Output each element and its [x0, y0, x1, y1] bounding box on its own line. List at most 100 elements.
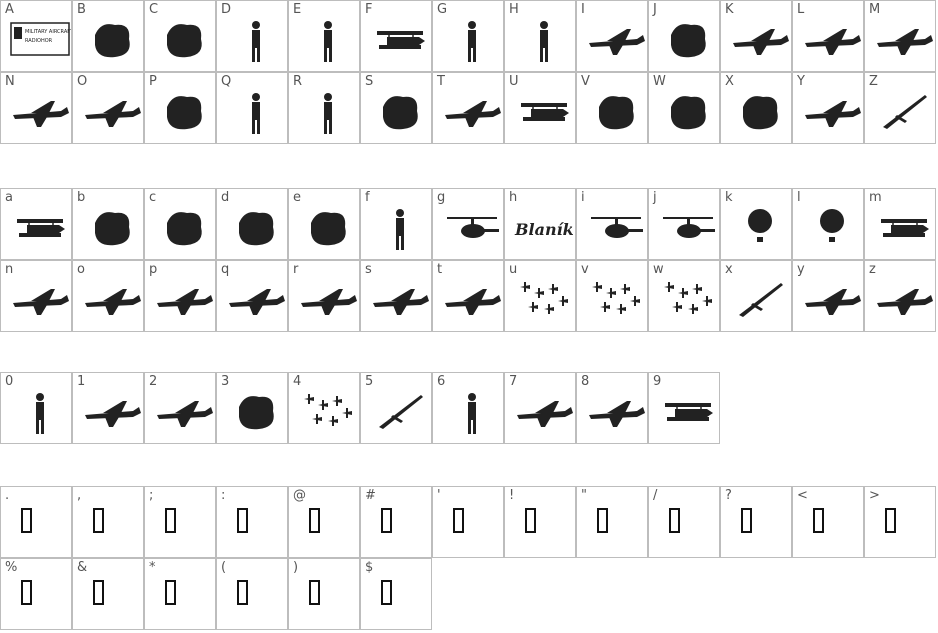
highwing-plane-glyph	[153, 387, 215, 437]
portrait-glyph	[153, 15, 215, 65]
glyph-label: b	[77, 190, 86, 205]
plane-glyph	[81, 275, 143, 325]
glyph-label: h	[509, 190, 518, 205]
glyph-label: !	[509, 488, 515, 503]
glyph-cell: t	[432, 260, 504, 332]
glyph-label: )	[293, 560, 299, 575]
biplane-glyph	[513, 87, 575, 137]
glyph-cell: %	[0, 558, 72, 630]
glyph-label: c	[149, 190, 157, 205]
missing-glyph-icon	[93, 508, 104, 533]
glyph-cell: R	[288, 72, 360, 144]
fan-glyph	[585, 87, 647, 137]
glider-glyph	[369, 387, 431, 437]
missing-glyph-icon	[813, 508, 824, 533]
person-waving-glyph	[441, 15, 503, 65]
glyph-label: Y	[797, 74, 805, 89]
glyph-cell: v	[576, 260, 648, 332]
glyph-label: @	[293, 488, 306, 503]
glyph-label: 8	[581, 374, 590, 389]
glyph-cell: J	[648, 0, 720, 72]
glyph-cell: Y	[792, 72, 864, 144]
glyph-cell: 5	[360, 372, 432, 444]
pilot-plane-glyph	[873, 275, 935, 325]
glyph-cell: m	[864, 188, 936, 260]
glyph-cell: r	[288, 260, 360, 332]
glyph-label: w	[653, 262, 664, 277]
glyph-cell: P	[144, 72, 216, 144]
glyph-cell: W	[648, 72, 720, 144]
glyph-cell: o	[72, 260, 144, 332]
small-planes-glyph	[297, 387, 359, 437]
missing-glyph-icon	[21, 580, 32, 605]
glyph-label: ,	[77, 488, 82, 503]
glyph-cell: B	[72, 0, 144, 72]
airfield-glyph	[873, 15, 935, 65]
glyph-label: 5	[365, 374, 374, 389]
glyph-label: F	[365, 2, 373, 17]
glyph-cell: x	[720, 260, 792, 332]
helicopter-glyph	[585, 203, 647, 253]
glyph-label: 9	[653, 374, 662, 389]
glyph-label: o	[77, 262, 85, 277]
glyph-label: G	[437, 2, 448, 17]
glyph-label: 6	[437, 374, 446, 389]
glyph-cell: j	[648, 188, 720, 260]
glyph-label: S	[365, 74, 374, 89]
missing-glyph-icon	[309, 508, 320, 533]
plane-glyph	[153, 275, 215, 325]
glyph-label: *	[149, 560, 156, 575]
glyph-cell: y	[792, 260, 864, 332]
missing-glyph-icon	[381, 508, 392, 533]
missing-glyph-icon	[525, 508, 536, 533]
glyph-cell: T	[432, 72, 504, 144]
glyph-label: .	[5, 488, 10, 503]
glyph-cell: n	[0, 260, 72, 332]
glyph-label: ?	[725, 488, 732, 503]
plane-glyph	[513, 387, 575, 437]
glyph-label: <	[797, 488, 808, 503]
cloud-glyph	[297, 203, 359, 253]
standing-person-glyph	[513, 15, 575, 65]
glyph-cell: $	[360, 558, 432, 630]
glyph-label: :	[221, 488, 226, 503]
plane-glyph	[585, 387, 647, 437]
glyph-cell: u	[504, 260, 576, 332]
helicopter-glyph	[441, 203, 503, 253]
glyph-cell: C	[144, 0, 216, 72]
glyph-label: 2	[149, 374, 158, 389]
missing-glyph-icon	[381, 580, 392, 605]
biplane-glyph	[369, 15, 431, 65]
glyph-label: i	[581, 190, 585, 205]
glyph-label: 7	[509, 374, 518, 389]
glyph-label: t	[437, 262, 443, 277]
truck-glyph	[369, 87, 431, 137]
glyph-label: 0	[5, 374, 14, 389]
glyph-cell: (	[216, 558, 288, 630]
missing-glyph-icon	[453, 508, 464, 533]
svg-text:Blaník: Blaník	[514, 220, 574, 239]
glyph-label: Z	[869, 74, 878, 89]
glyph-cell: S	[360, 72, 432, 144]
glyph-cell: 3	[216, 372, 288, 444]
standing-person-glyph	[9, 387, 71, 437]
glyph-label: n	[5, 262, 14, 277]
glyph-label: T	[437, 74, 445, 89]
glyph-cell: 4	[288, 372, 360, 444]
glyph-label: J	[653, 2, 657, 17]
glyph-cell: X	[720, 72, 792, 144]
plane-silhouette-glyph	[801, 15, 863, 65]
glyph-label: p	[149, 262, 158, 277]
glyph-label: I	[581, 2, 585, 17]
glyph-cell: G	[432, 0, 504, 72]
glyph-label: s	[365, 262, 372, 277]
glyph-cell: .	[0, 486, 72, 558]
missing-glyph-icon	[237, 580, 248, 605]
glyph-cell: ?	[720, 486, 792, 558]
parachute-glyph	[801, 203, 863, 253]
glyph-label: 3	[221, 374, 230, 389]
glyph-label: Q	[221, 74, 232, 89]
